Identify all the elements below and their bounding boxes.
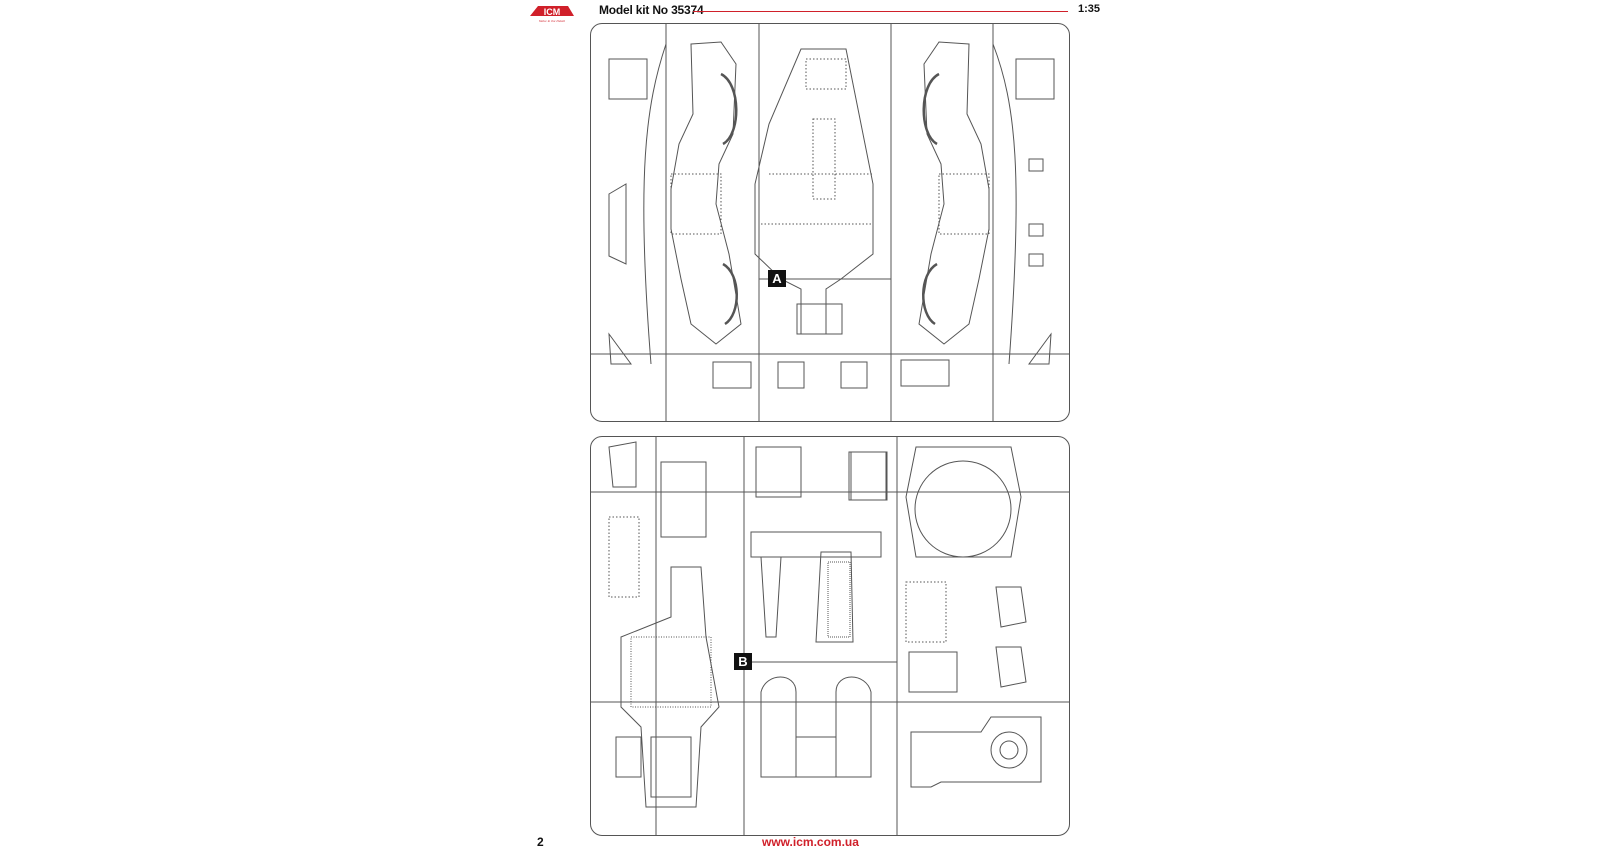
sprue-a-letter: A [768,270,786,287]
hull-floor-part [754,48,874,335]
sprue-a-frame: A [590,23,1070,422]
sprue-b-frame: B [590,436,1070,836]
floor-plate-part [620,566,720,808]
kit-title: Model kit No 35374 [599,3,704,17]
right-hull-side-part [918,41,990,345]
logo-brand: ICM [544,7,561,17]
page-number: 2 [537,835,544,849]
header-rule [693,11,1068,12]
left-hull-side-part [670,41,742,345]
sprue-a-runners [591,24,1069,421]
sprue-b-letter: B [734,653,752,670]
logo-tagline: Value in the Detail [539,19,565,23]
sprue-b-right-parts [850,451,1042,788]
bulkhead-part [750,531,882,778]
sprue-a-small-parts [608,58,1055,389]
sprue-b-runners [591,437,1069,835]
website-link[interactable]: www.icm.com.ua [762,835,859,849]
scale-label: 1:35 [1078,3,1101,15]
turret-ring-part [905,446,1022,558]
icm-logo: ICM Value in the Detail [530,6,574,23]
